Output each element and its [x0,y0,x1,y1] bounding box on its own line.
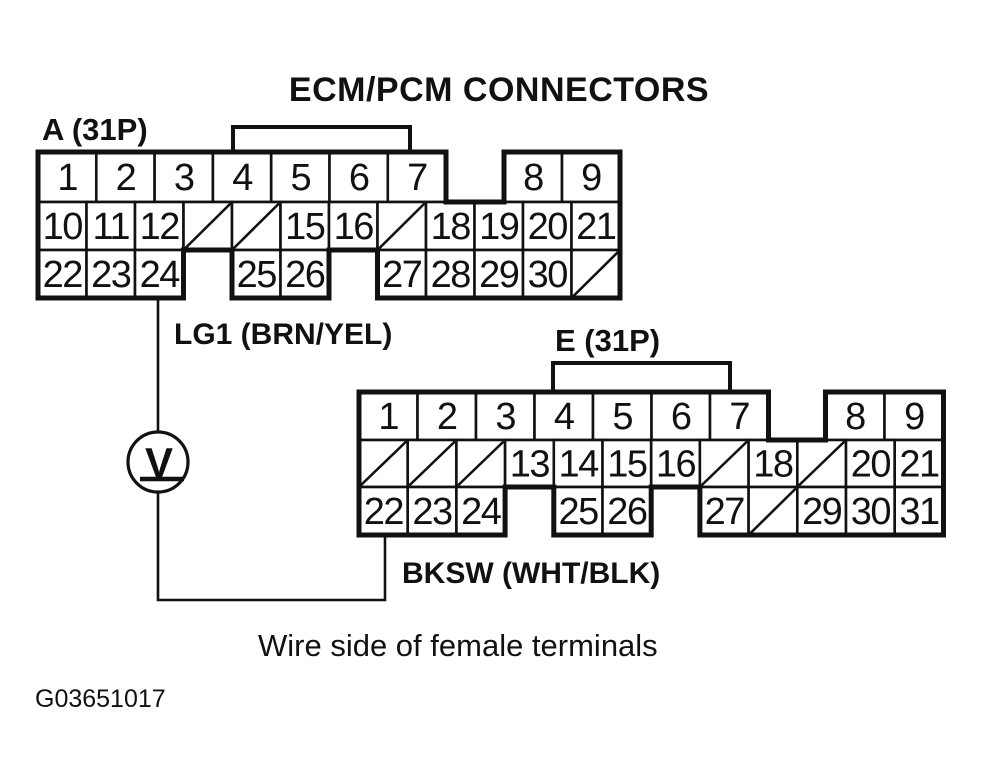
pin-number: 11 [93,206,130,248]
pin-number: 18 [753,444,793,486]
pin-number: 1 [378,396,398,438]
pin-number: 21 [576,206,616,248]
pin-number: 25 [237,254,277,296]
connector-E-outline [356,389,946,538]
slash-mark-icon [408,440,456,487]
pin-number: 29 [479,254,519,296]
connector-A-pin-cell-26 [279,248,331,300]
pin-number: 3 [174,157,194,199]
pin-number: 5 [612,396,632,438]
pin-number: 30 [851,491,891,533]
pin-number: 31 [899,491,939,533]
caption: Wire side of female terminals [258,628,658,663]
pin-number: 28 [431,254,471,296]
figure-id: G03651017 [35,685,166,713]
connector-A-pin-cell-9 [560,150,622,204]
pin-number: 24 [140,254,181,296]
slash-mark-icon [797,440,846,487]
connector-A-pin-cell-20 [521,200,573,252]
pin-number: 20 [528,206,568,248]
connector-e-label: E (31P) [555,323,660,358]
pin-number: 10 [43,206,83,248]
connector-A-pin-cell-11 [85,200,137,252]
pin-number: 15 [285,206,325,248]
pin-number: 9 [904,396,924,438]
wire-bksw-label: BKSW (WHT/BLK) [402,557,660,590]
pin-number: 22 [364,491,404,533]
slash-mark-icon [232,202,280,250]
pin-number: 21 [899,444,939,486]
connector-a-latch-bracket [231,125,412,152]
pin-number: 16 [334,206,374,248]
slash-mark-icon [456,440,505,487]
connector-A-outline [35,149,623,301]
pin-number: 7 [407,157,427,199]
pin-number: 20 [851,444,891,486]
connector-A-pin-cell-16 [327,200,379,252]
slash-mark-icon [378,202,426,250]
pin-number: 19 [479,206,519,248]
pin-number: 23 [91,254,131,296]
slash-mark-icon [184,202,232,250]
pin-number: 24 [461,491,502,533]
pin-number: 4 [554,396,575,438]
pin-number: 18 [431,206,471,248]
connector-a-label: A (31P) [42,112,148,147]
connector-e-latch-bracket [551,361,732,392]
pin-number: 29 [802,491,842,533]
pin-number: 27 [382,254,422,296]
pin-number: 9 [581,157,601,199]
connector-E-pin-cell-20 [844,438,897,489]
pin-number: 15 [607,444,647,486]
pin-number: 2 [437,396,457,438]
pin-number: 13 [510,444,550,486]
pin-number: 6 [671,396,691,438]
pin-number: 1 [57,157,77,199]
wire-layer: V [126,298,387,602]
connector-E-pin-cell-24 [455,485,507,537]
pin-number: 26 [607,491,647,533]
pin-number: 12 [140,206,180,248]
pin-number: 6 [349,157,369,199]
pin-number: 26 [285,254,325,296]
slash-mark-icon [359,440,408,487]
pin-number: 16 [656,444,696,486]
slash-mark-icon [749,487,797,535]
wire-bksw [156,492,387,602]
wire-lg1-label: LG1 (BRN/YEL) [174,318,392,351]
pin-number: 23 [412,491,452,533]
pin-number: 14 [559,444,600,486]
pin-number: 8 [523,157,543,199]
pin-number: 22 [43,254,83,296]
slash-mark-icon [572,250,620,298]
pin-number: 30 [528,254,568,296]
pin-number: 2 [116,157,136,199]
pin-number: 5 [291,157,311,199]
pin-number: 27 [705,491,745,533]
slash-mark-icon [700,440,749,487]
pin-number: 7 [729,396,749,438]
pin-number: 8 [845,396,865,438]
pin-number: 3 [495,396,515,438]
diagram-title: ECM/PCM CONNECTORS [289,71,709,109]
pin-number: 25 [559,491,599,533]
connector-A-pin-cell-15 [279,200,331,252]
pin-number: 4 [232,157,253,199]
